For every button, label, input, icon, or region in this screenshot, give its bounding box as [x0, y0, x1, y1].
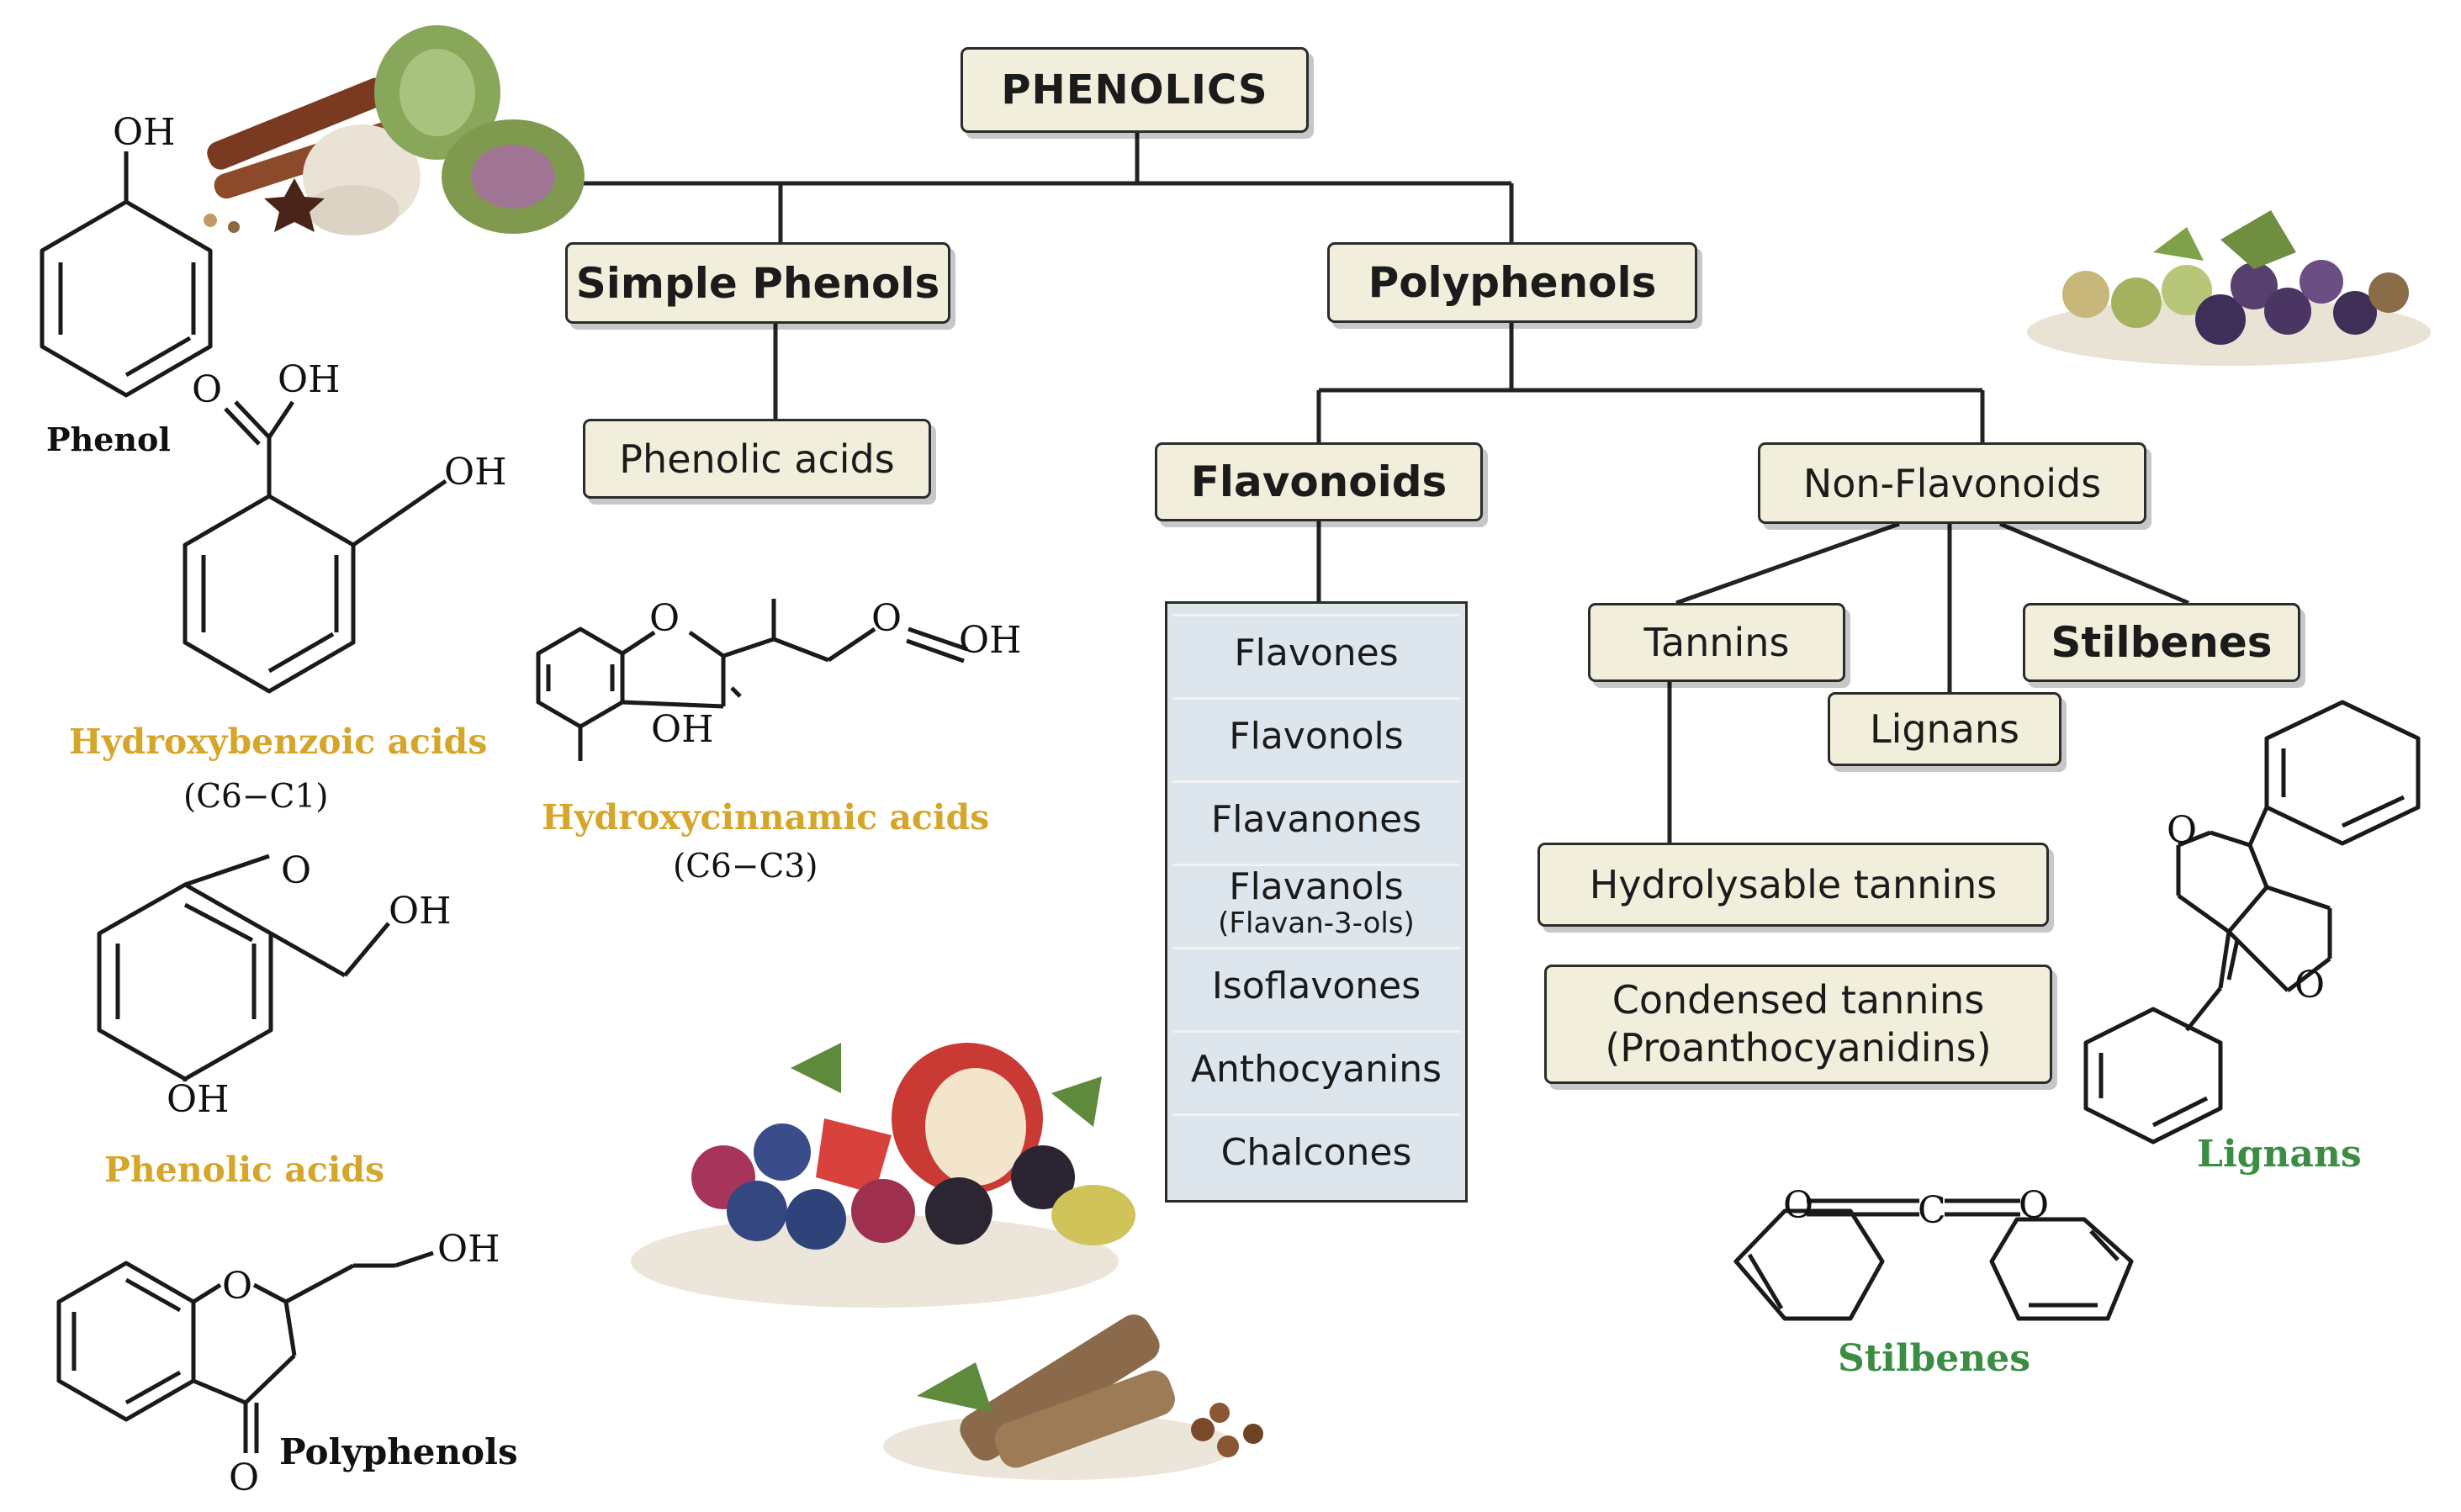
hydroxybenzoic-label: Hydroxybenzoic acids — [69, 722, 488, 762]
flavonoid-class-label: Flavanols — [1229, 865, 1404, 909]
condensed-tannins-line2: (Proanthocyanidins) — [1605, 1025, 1992, 1071]
hydroxybenzoic-structure — [183, 400, 447, 694]
hydroxycinnamic-o2-label: O — [871, 597, 902, 640]
flavonoid-class-item: Flavones — [1172, 614, 1460, 690]
spices-artichoke-garlic-illustration — [204, 25, 585, 235]
lignans-structure — [2083, 700, 2421, 1145]
flavonoid-class-item: Isoflavones — [1172, 947, 1460, 1023]
hydroxycinnamic-oh1-label: OH — [959, 619, 1021, 662]
flavonoid-class-item: Flavanones — [1172, 780, 1460, 857]
simple-phenols-box: Simple Phenols — [565, 242, 950, 324]
phenol-label: Phenol — [46, 420, 171, 458]
flavonoid-class-label: Flavanones — [1210, 797, 1422, 841]
hydroxycinnamic-oh2-label: OH — [651, 708, 713, 751]
lignans-label: Lignans — [2197, 1133, 2362, 1176]
polyphenols-box: Polyphenols — [1327, 242, 1697, 323]
stilbenes-o2-label: O — [2019, 1184, 2049, 1227]
wood-bark-seeds-illustration — [883, 1314, 1263, 1480]
phenolic-acids-structure — [97, 854, 390, 1081]
polyphenols-structure — [56, 1250, 434, 1453]
phenolic-acids-label: Phenolic acids — [104, 1150, 385, 1190]
polyphenols-o1-label: O — [222, 1265, 252, 1308]
hydroxybenzoic-oh1-label: OH — [278, 358, 340, 401]
hydroxycinnamic-o1-label: O — [649, 597, 680, 640]
flavonoid-class-label: Chalcones — [1220, 1130, 1412, 1174]
hydroxybenzoic-oh2-label: OH — [444, 451, 506, 494]
flavonoid-class-label: Flavonols — [1229, 714, 1404, 758]
hydroxycinnamic-label: Hydroxycinnamic acids — [542, 797, 990, 838]
condensed-tannins-line1: Condensed tannins — [1612, 976, 1985, 1023]
berries-apple-illustration — [631, 1043, 1135, 1308]
polyphenols-o2-label: O — [229, 1456, 259, 1499]
flavonoid-class-label: Isoflavones — [1211, 964, 1421, 1007]
phenol-oh-label: OH — [113, 111, 175, 154]
non-flavonoids-box: Non-Flavonoids — [1758, 442, 2146, 524]
tannins-box: Tannins — [1588, 603, 1845, 682]
phenolics-root-box: PHENOLICS — [961, 47, 1309, 133]
stilbenes-structure — [1733, 1198, 2134, 1321]
flavonoid-class-item: Flavonols — [1172, 697, 1460, 774]
hydroxybenzoic-o-label: O — [192, 368, 222, 411]
phenol-structure — [40, 151, 213, 398]
flavonoid-class-item: Flavanols(Flavan-3-ols) — [1172, 864, 1460, 940]
flavonoid-class-label: Anthocyanins — [1190, 1047, 1442, 1091]
flavonoid-class-item: Chalcones — [1172, 1113, 1460, 1190]
grapes-olives-illustration — [2027, 210, 2431, 366]
hydroxycinnamic-structure — [536, 599, 968, 761]
stilbenes-o1-label: O — [1783, 1184, 1813, 1227]
phenolic-acids-o-label: O — [281, 849, 311, 892]
polyphenols-oh-label: OH — [437, 1228, 500, 1271]
flavonoid-class-sublabel: (Flavan-3-ols) — [1218, 906, 1415, 940]
hydroxybenzoic-formula: (C6−C1) — [183, 778, 329, 816]
flavonoid-class-item: Anthocyanins — [1172, 1030, 1460, 1107]
condensed-tannins-box: Condensed tannins (Proanthocyanidins) — [1544, 965, 2052, 1084]
hydroxycinnamic-formula: (C6−C3) — [673, 848, 818, 886]
lignans-o2-label: O — [2294, 964, 2325, 1007]
polyphenols-label: Polyphenols — [279, 1431, 518, 1472]
stilbenes-box: Stilbenes — [2023, 603, 2300, 682]
flavonoids-box: Flavonoids — [1155, 442, 1483, 521]
stilbenes-label: Stilbenes — [1838, 1337, 2031, 1380]
lignans-o1-label: O — [2167, 809, 2197, 852]
flavonoid-class-label: Flavones — [1234, 631, 1399, 674]
stilbenes-c-label: C — [1918, 1189, 1946, 1232]
phenolic-acids-box: Phenolic acids — [583, 419, 931, 499]
lignans-box: Lignans — [1828, 692, 2061, 766]
phenolic-acids-oh1-label: OH — [389, 890, 451, 933]
hydrolysable-tannins-box: Hydrolysable tannins — [1537, 843, 2049, 927]
phenolic-acids-oh2-label: OH — [167, 1078, 229, 1121]
